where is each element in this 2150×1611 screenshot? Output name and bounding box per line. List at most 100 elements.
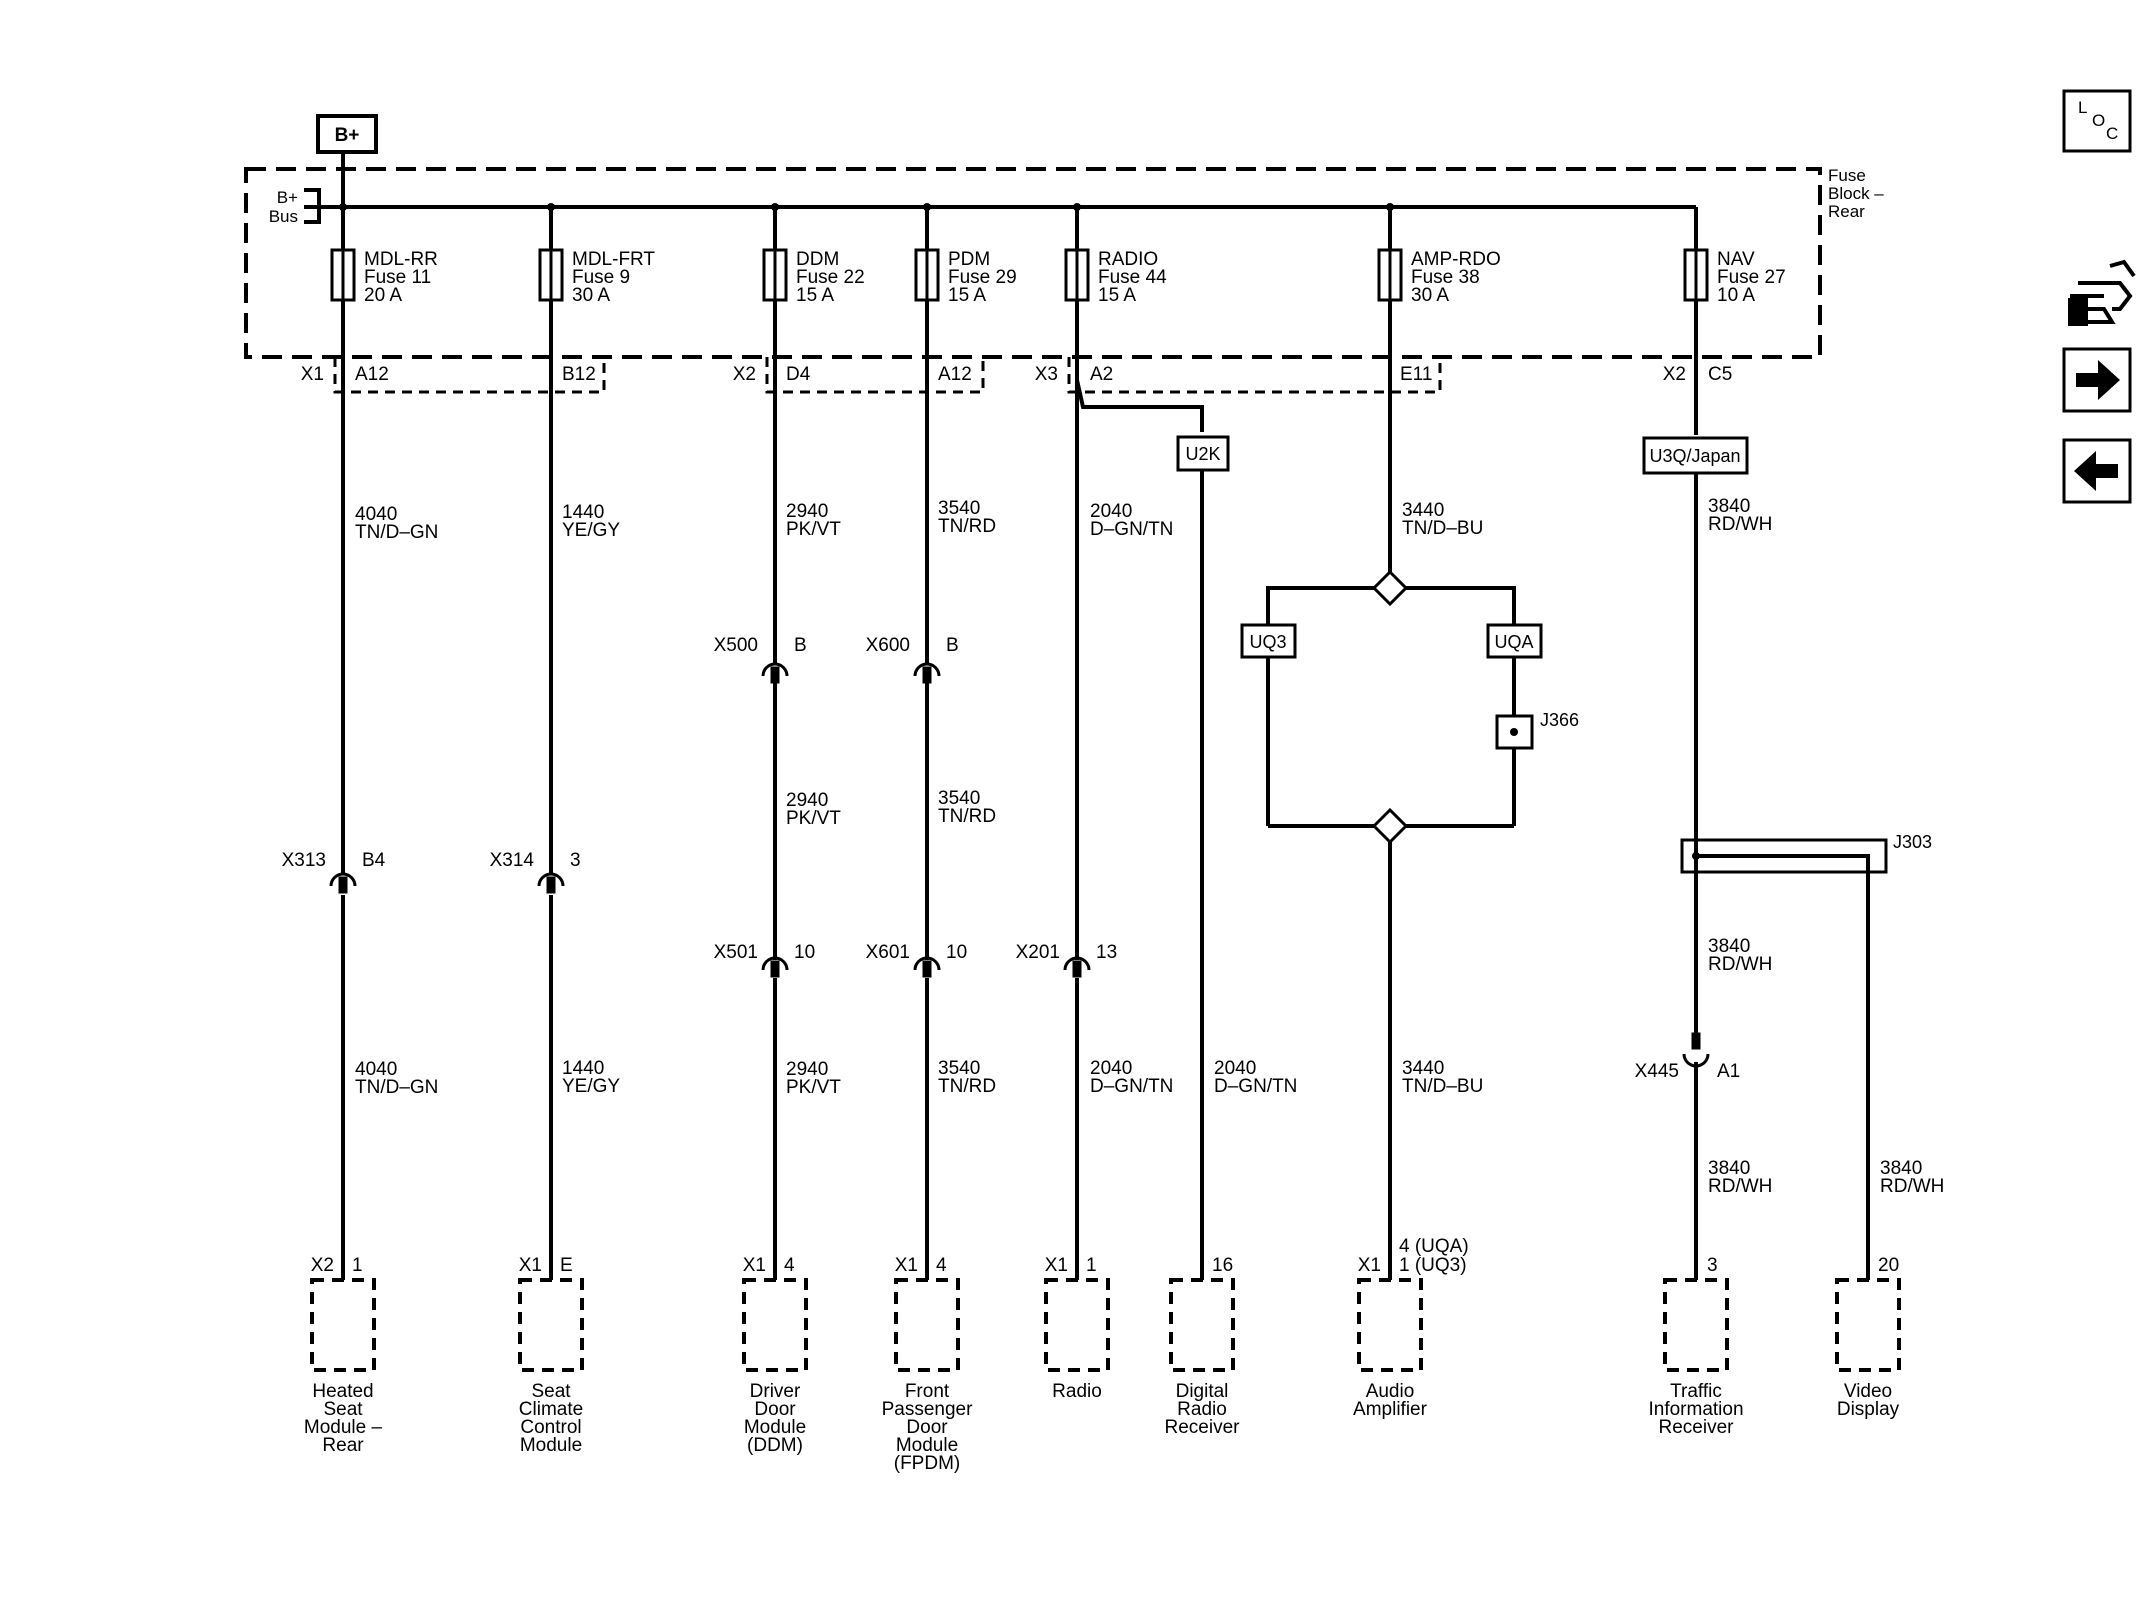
svg-text:TN/D–BU: TN/D–BU: [1402, 1076, 1483, 1097]
inline-connector-symbols: [329, 662, 1710, 1068]
battery-positive-label: B+: [335, 125, 360, 146]
svg-text:A12: A12: [355, 364, 389, 385]
svg-text:2040: 2040: [1090, 1058, 1132, 1079]
component-box-video-display: [1835, 1278, 1901, 1372]
svg-text:10: 10: [794, 942, 815, 963]
svg-text:A1: A1: [1717, 1061, 1740, 1082]
svg-text:B4: B4: [362, 850, 386, 871]
svg-text:YE/GY: YE/GY: [562, 520, 620, 541]
fuse-rating: 30 A: [572, 285, 610, 306]
splice-j366-label: J366: [1540, 710, 1579, 730]
svg-text:TN/D–GN: TN/D–GN: [355, 1077, 438, 1098]
fuse-name: NAV: [1717, 249, 1755, 270]
svg-text:4 (UQA): 4 (UQA): [1399, 1236, 1469, 1257]
component-box-traffic-info: [1663, 1278, 1729, 1372]
svg-text:TN/D–GN: TN/D–GN: [355, 522, 438, 543]
svg-text:D–GN/TN: D–GN/TN: [1090, 519, 1173, 540]
svg-text:C: C: [2106, 124, 2118, 143]
fuse-rating: 10 A: [1717, 285, 1755, 306]
svg-text:O: O: [2092, 111, 2105, 130]
component-box-fpdm: [894, 1278, 960, 1372]
arrow-right-icon[interactable]: [2062, 347, 2132, 413]
connector-view-icon[interactable]: [2068, 259, 2136, 326]
option-u2k: U2K: [1185, 444, 1220, 464]
svg-text:1440: 1440: [562, 1058, 604, 1079]
splice-diamonds: [1371, 569, 1409, 845]
svg-text:16: 16: [1212, 1255, 1233, 1276]
svg-text:4040: 4040: [355, 1059, 397, 1080]
svg-text:Module: Module: [744, 1417, 806, 1438]
svg-text:1: 1: [352, 1255, 363, 1276]
svg-text:(FPDM): (FPDM): [894, 1453, 960, 1474]
svg-text:B: B: [946, 635, 959, 656]
component-box-audio-amplifier: [1357, 1278, 1423, 1372]
svg-text:3540: 3540: [938, 498, 980, 519]
splice-pack-j303: [1680, 838, 1888, 874]
fuse-block-rear: [244, 167, 1822, 359]
svg-text:Amplifier: Amplifier: [1353, 1399, 1428, 1420]
svg-text:3: 3: [570, 850, 581, 871]
svg-text:1: 1: [1086, 1255, 1097, 1276]
svg-text:Receiver: Receiver: [1659, 1417, 1735, 1438]
svg-text:X1: X1: [743, 1255, 766, 1276]
component-seat-climate-control-module: Seat: [531, 1381, 571, 1402]
svg-text:Control: Control: [520, 1417, 581, 1438]
svg-text:TN/RD: TN/RD: [938, 1076, 996, 1097]
svg-text:C5: C5: [1708, 364, 1732, 385]
svg-text:3540: 3540: [938, 788, 980, 809]
fuse-number: Fuse 44: [1098, 267, 1167, 288]
svg-text:Display: Display: [1837, 1399, 1900, 1420]
svg-text:X1: X1: [1045, 1255, 1068, 1276]
svg-text:Block –: Block –: [1828, 184, 1884, 203]
svg-text:TN/RD: TN/RD: [938, 516, 996, 537]
svg-text:TN/D–BU: TN/D–BU: [1402, 518, 1483, 539]
svg-text:PK/VT: PK/VT: [786, 808, 841, 829]
svg-text:Receiver: Receiver: [1165, 1417, 1241, 1438]
svg-text:X500: X500: [714, 635, 758, 656]
svg-text:E11: E11: [1400, 364, 1432, 385]
location-icon[interactable]: L O C: [2062, 89, 2132, 153]
svg-text:D–GN/TN: D–GN/TN: [1214, 1076, 1297, 1097]
fuse-block-connector-labels: X1 A12 B12 X2 D4 A12 X3 A2 E11 X2 C5: [301, 364, 1733, 385]
bus-label: B+ Bus: [269, 188, 298, 226]
svg-text:20: 20: [1878, 1255, 1899, 1276]
option-labels: U2K U3Q/Japan UQ3 UQA J366 J303: [1185, 444, 1932, 852]
svg-text:3440: 3440: [1402, 1058, 1444, 1079]
svg-text:2940: 2940: [786, 501, 828, 522]
svg-text:X600: X600: [866, 635, 910, 656]
svg-text:X1: X1: [519, 1255, 542, 1276]
svg-text:E: E: [560, 1255, 573, 1276]
fuse-number: Fuse 29: [948, 267, 1017, 288]
svg-text:Information: Information: [1648, 1399, 1743, 1420]
arrow-left-icon[interactable]: [2062, 438, 2132, 504]
svg-text:X1: X1: [301, 364, 324, 385]
svg-text:Seat: Seat: [323, 1399, 363, 1420]
fuse-rating: 15 A: [948, 285, 986, 306]
svg-text:X1: X1: [1358, 1255, 1381, 1276]
component-box-digital-radio: [1169, 1278, 1235, 1372]
option-box-uqa: [1486, 623, 1543, 659]
svg-text:3440: 3440: [1402, 500, 1444, 521]
svg-text:Module: Module: [520, 1435, 582, 1456]
svg-text:D4: D4: [786, 364, 811, 385]
splice-j303-label: J303: [1893, 832, 1932, 852]
fuse-rating: 15 A: [1098, 285, 1136, 306]
svg-text:RD/WH: RD/WH: [1880, 1176, 1944, 1197]
fuse-number: Fuse 11: [364, 267, 431, 288]
svg-text:X313: X313: [282, 850, 326, 871]
fuse-rating: 15 A: [796, 285, 834, 306]
svg-text:Radio: Radio: [1177, 1399, 1227, 1420]
fuse-number: Fuse 38: [1411, 267, 1480, 288]
svg-text:2040: 2040: [1214, 1058, 1256, 1079]
fuse-symbols: [330, 248, 1709, 302]
svg-text:4040: 4040: [355, 504, 397, 525]
svg-text:X2: X2: [733, 364, 756, 385]
battery-positive-box: [316, 114, 378, 154]
svg-text:Rear: Rear: [1828, 202, 1865, 221]
svg-text:2940: 2940: [786, 790, 828, 811]
svg-text:13: 13: [1096, 942, 1117, 963]
svg-text:TN/RD: TN/RD: [938, 806, 996, 827]
svg-text:4: 4: [784, 1255, 795, 1276]
component-front-passenger-door-module: Front: [905, 1381, 950, 1402]
